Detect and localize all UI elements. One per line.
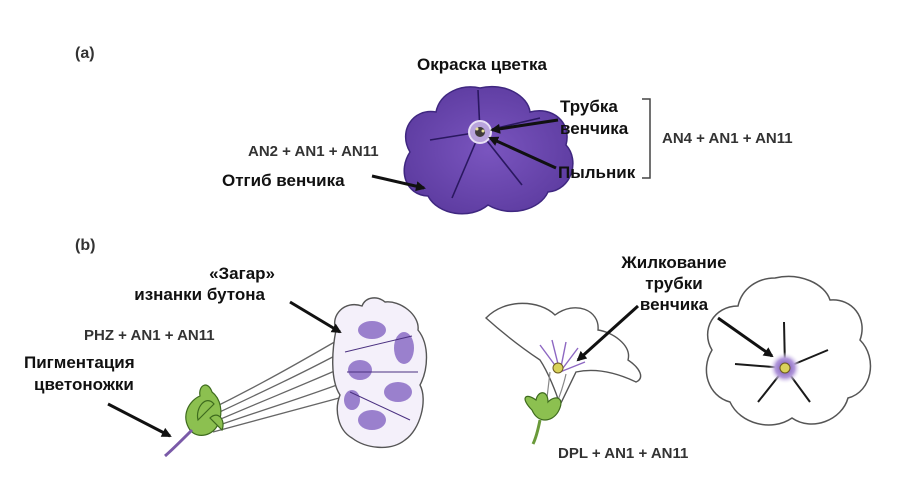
arrow-venation-front (717, 316, 774, 358)
arrow-anther (488, 136, 557, 170)
tube-label-line1: Трубка (560, 97, 618, 116)
side-flower-illustration (164, 297, 428, 458)
arrow-venation-side (576, 304, 640, 362)
panel-label-a: (a) (75, 45, 95, 62)
venation-label-line1: Жилкование (620, 253, 726, 272)
venation-side-flower-illustration (484, 302, 642, 445)
pedicel-label-line1: Пигментация (24, 353, 135, 372)
gene-an2: AN2 + AN1 + AN11 (248, 143, 379, 160)
venation-label-line2: трубки (645, 274, 702, 293)
anther-label: Пыльник (558, 163, 636, 182)
pedicel-label-line2: цветоножки (34, 375, 134, 394)
tan-label-line2: изнанки бутона (134, 285, 265, 304)
panel-label-b: (b) (75, 237, 95, 254)
arrow-tan (289, 300, 342, 334)
venation-front-flower-illustration (705, 275, 872, 426)
gene-phz: PHZ + AN1 + AN11 (84, 327, 215, 344)
venation-label-line3: венчика (640, 295, 709, 314)
gene-dpl: DPL + AN1 + AN11 (558, 445, 688, 462)
tube-label-line2: венчика (560, 119, 629, 138)
arrow-tube (490, 118, 559, 134)
arrow-pedicel (107, 402, 172, 438)
tan-label-line1: «Загар» (209, 264, 275, 283)
bracket (642, 98, 651, 179)
arrow-limb (371, 174, 426, 192)
flower-color-label: Окраска цветка (417, 55, 547, 74)
purple-flower-illustration (403, 85, 574, 215)
limb-label: Отгиб венчика (222, 171, 345, 190)
gene-an4: AN4 + AN1 + AN11 (662, 130, 793, 147)
